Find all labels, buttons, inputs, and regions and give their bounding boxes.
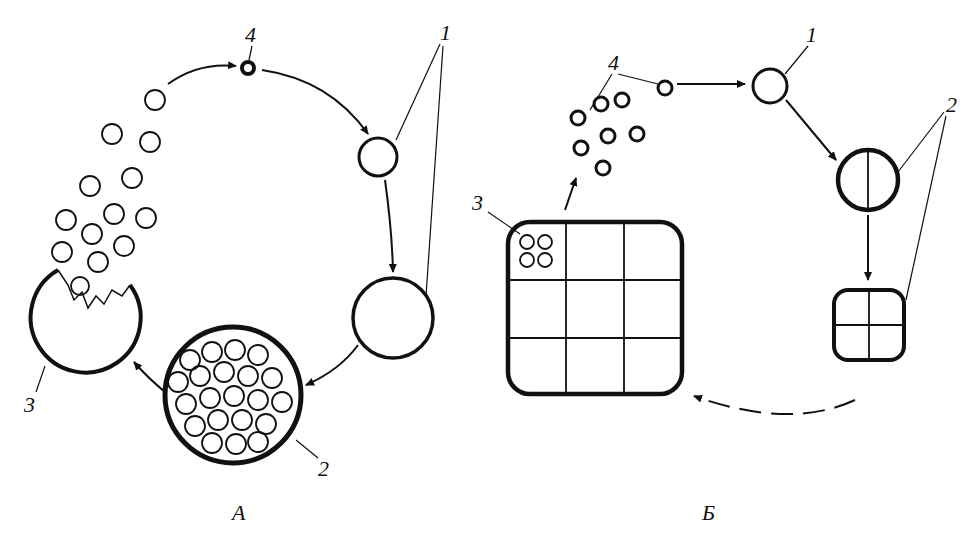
- callout-number: 1: [806, 24, 817, 46]
- cycle-b: [488, 46, 946, 414]
- callout-number: 4: [608, 52, 619, 74]
- callout-number: 2: [946, 94, 957, 116]
- callout-number: 3: [472, 192, 483, 214]
- callout-number: 3: [24, 394, 35, 416]
- callout-number: 1: [440, 22, 451, 44]
- panel-letter: Б: [702, 502, 715, 524]
- callout-number: 4: [245, 24, 256, 46]
- cycle-a: [31, 44, 443, 463]
- callout-number: 2: [318, 458, 329, 480]
- panel-letter: А: [232, 502, 245, 524]
